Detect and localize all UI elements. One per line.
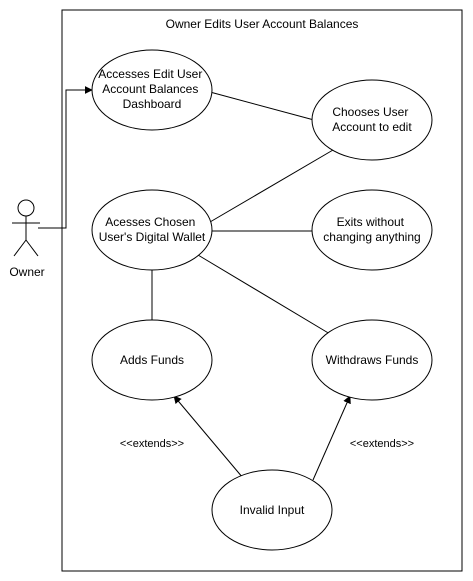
use-case-exit-label: Exits without changing anything xyxy=(323,215,420,244)
use-case-choose-account xyxy=(311,79,433,161)
use-case-wallet-label: Acesses Chosen User's Digital Wallet xyxy=(99,215,206,244)
use-case-wallet xyxy=(91,189,213,271)
use-case-add-funds xyxy=(91,319,213,401)
dashboard-to-choose-edge xyxy=(209,91,315,121)
use-case-withdraw-funds-label: Withdraws Funds xyxy=(326,353,419,367)
use-case-dashboard xyxy=(91,49,213,131)
use-case-withdraw-funds xyxy=(311,319,433,401)
wallet-to-withdraw-edge xyxy=(197,254,331,335)
actor-to-dashboard-edge xyxy=(38,86,93,229)
owner-actor xyxy=(12,199,40,257)
use-case-invalid-input-label: Invalid Input xyxy=(240,503,305,517)
extends-label-left: <<extends>> xyxy=(120,438,184,450)
invalid-extends-withdraw-edge xyxy=(312,395,351,481)
use-case-dashboard-label: Accesses Edit User Account Balances Dash… xyxy=(98,67,205,111)
invalid-extends-add-edge xyxy=(173,395,244,479)
use-case-exit xyxy=(311,189,433,271)
use-case-choose-account-label: Chooses User Account to edit xyxy=(332,105,412,134)
extends-label-right: <<extends>> xyxy=(350,438,414,450)
use-case-invalid-input xyxy=(211,469,333,551)
use-case-add-funds-label: Adds Funds xyxy=(120,353,184,367)
system-title: Owner Edits User Account Balances xyxy=(166,17,359,31)
choose-to-wallet-edge xyxy=(209,149,334,223)
owner-actor-label: Owner xyxy=(9,265,44,279)
